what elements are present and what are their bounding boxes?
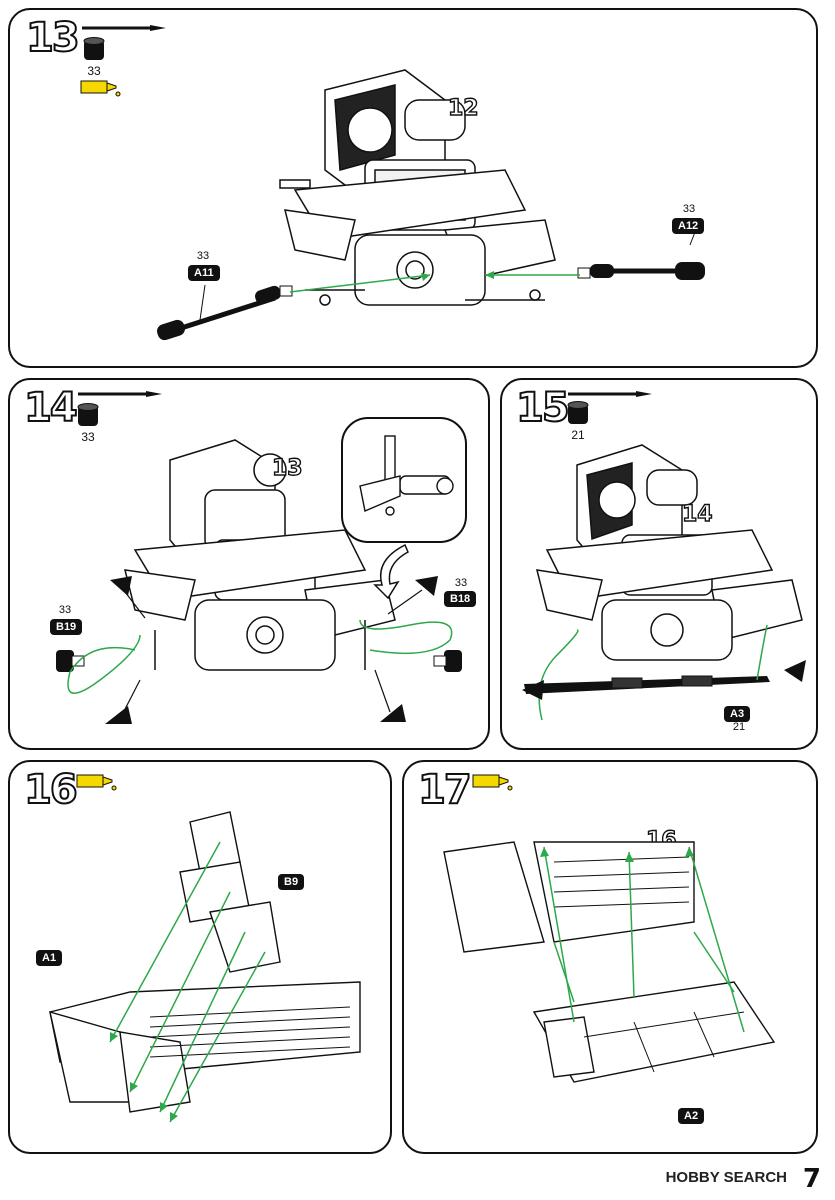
paint-code: 33: [81, 430, 95, 444]
part-tag-a12: A12: [672, 218, 705, 234]
assembly-arrow: [289, 273, 431, 293]
part-paint-code: 33: [196, 250, 210, 262]
brush-icon: [568, 391, 652, 397]
reference-step-number: 14: [681, 501, 713, 527]
engine-assembly-drawing: [124, 439, 396, 671]
paint-jar-icon: [77, 403, 99, 426]
step-13-panel: 13 33 12 33 A11: [8, 8, 818, 368]
undertray-part: [524, 675, 770, 694]
step-17-panel: 17 16 A2: [402, 760, 818, 1154]
part-paint-code: 33: [682, 203, 696, 215]
assembly-arrow: [485, 271, 580, 279]
step-number: 17: [417, 767, 473, 813]
part-tag-b19: B19: [50, 619, 83, 635]
driveshaft-part: [157, 284, 293, 341]
glue-tube-icon: [472, 774, 513, 791]
detail-inset: [341, 417, 467, 543]
brush-icon: [78, 391, 162, 397]
paint-code: 21: [571, 428, 585, 442]
part-paint-code: 21: [732, 721, 746, 733]
part-tag-a1: A1: [36, 950, 63, 966]
step-number: 16: [23, 767, 79, 813]
part-paint-code: 33: [454, 577, 468, 589]
brush-icon: [82, 25, 166, 31]
paint-jar-icon: [567, 401, 589, 424]
glue-tube-icon: [76, 774, 117, 791]
floor-assembly-drawing: [443, 841, 776, 1083]
reference-step-number: 13: [271, 455, 303, 481]
step-15-panel: 15 21 14 A3 21: [500, 378, 818, 750]
part-paint-code: 33: [58, 604, 72, 616]
part-tag-b18: B18: [444, 591, 477, 607]
paint-code: 33: [87, 64, 101, 78]
part-tag-b9: B9: [278, 874, 305, 890]
engine-assembly-drawing: [535, 444, 803, 661]
brake-caliper-part: [433, 650, 462, 672]
glue-tube-icon: [80, 80, 121, 97]
step-14-panel: 14 33 13 33 B19 33: [8, 378, 490, 750]
step-number: 13: [25, 15, 81, 61]
part-tag-a11: A11: [188, 265, 220, 281]
paint-jar-icon: [83, 37, 105, 60]
rotate-arrow-icon: [373, 543, 409, 600]
driveshaft-part: [577, 231, 705, 280]
page-number: 7: [802, 1164, 821, 1194]
step-16-panel: 16 B9 A1: [8, 760, 392, 1154]
reference-step-number: 12: [447, 95, 479, 121]
floor-pan-drawing: [49, 811, 361, 1123]
step-number: 15: [515, 385, 571, 431]
engine-assembly-drawing: [279, 69, 556, 306]
part-tag-a2: A2: [678, 1108, 705, 1124]
part-tag-a3: A3: [724, 706, 751, 722]
step-number: 14: [23, 385, 79, 431]
watermark: HOBBY SEARCH: [665, 1169, 787, 1186]
assembly-arrows: [522, 624, 806, 721]
assembly-arrows: [67, 576, 453, 724]
